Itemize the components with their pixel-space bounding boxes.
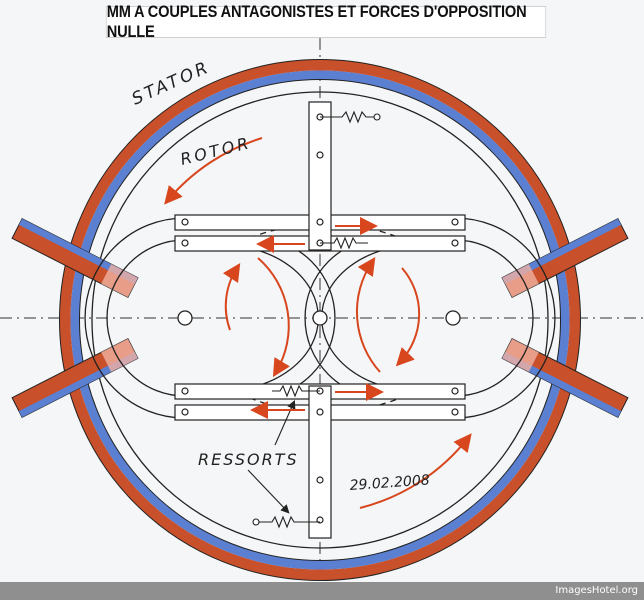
right-lower-magnet [501,338,629,418]
watermark: ImagesHotel.org [0,582,644,600]
stator-ring [59,59,581,581]
left-upper-magnet [11,218,139,298]
ressorts-label: RESSORTS [198,450,299,469]
left-axle [177,310,193,326]
center-axle [312,310,328,326]
motion-arrows [164,137,472,509]
vertical-bars [308,101,332,539]
right-upper-magnet [501,218,629,298]
date-label: 29.02.2008 [349,472,430,494]
right-axle [445,310,461,326]
springs [252,110,381,529]
left-lower-magnet [11,338,139,418]
rotor-label: ROTOR [178,133,253,169]
diagram-title: MM A COUPLES ANTAGONISTES ET FORCES D'OP… [105,2,547,41]
pivot-holes [181,113,459,524]
rotor-circle [91,91,549,549]
